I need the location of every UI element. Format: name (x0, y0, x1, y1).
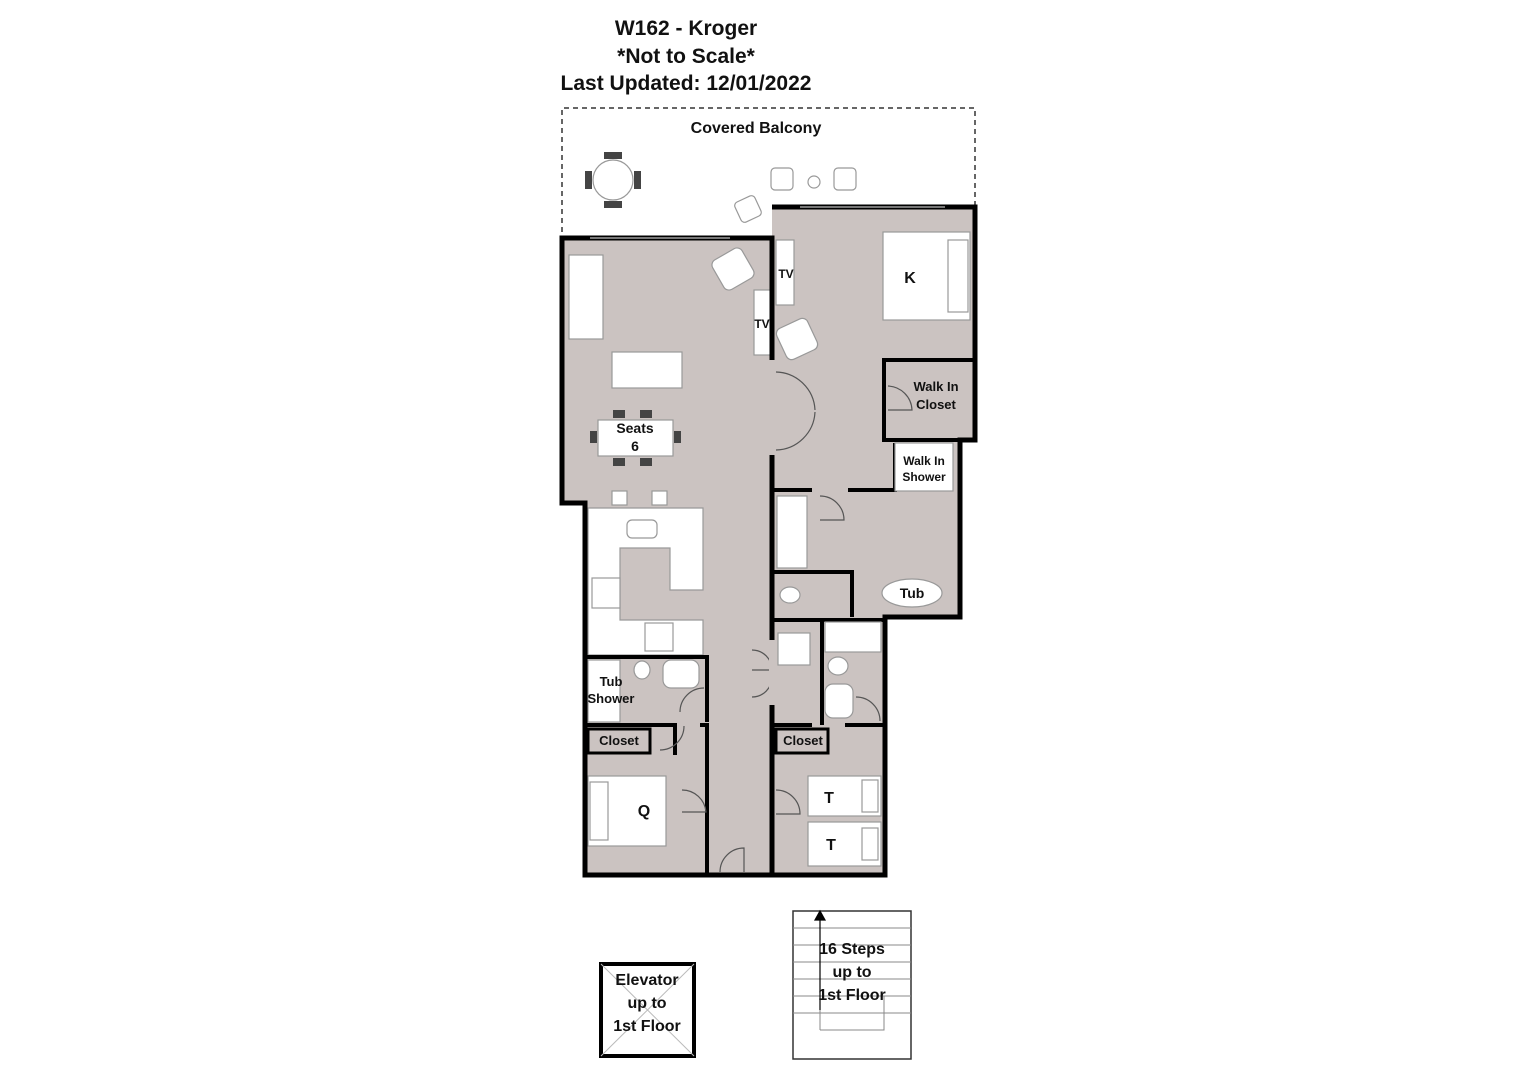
queen-bed-icon (587, 775, 667, 847)
king-bed-label: K (904, 270, 916, 287)
dining-table-icon (590, 410, 681, 466)
scale-note: *Not to Scale* (617, 45, 755, 68)
elevator-label-2: up to (627, 995, 666, 1012)
dining-label-2: 6 (631, 438, 639, 454)
closet-right (774, 727, 830, 755)
balcony-table-icon (585, 152, 641, 208)
tub-shower-label-2: Shower (588, 691, 635, 706)
balcony-chairs-icon (734, 167, 857, 223)
armchair-icon (775, 317, 819, 361)
walk-in-shower-label-2: Shower (902, 470, 946, 484)
elevator-label-3: 1st Floor (613, 1018, 681, 1035)
stairs: 16 Steps up to 1st Floor (792, 909, 912, 1060)
last-updated: Last Updated: 12/01/2022 (560, 72, 812, 95)
tub-shower-label-1: Tub (600, 674, 623, 689)
tub-label: Tub (900, 585, 925, 601)
twin-bed-icon (807, 775, 882, 867)
queen-bed-label: Q (638, 803, 650, 820)
plan-title: W162 - Kroger (614, 17, 758, 40)
right-wing-walls (772, 204, 978, 878)
walk-in-closet-wall (882, 358, 975, 442)
left-wing-walls (559, 235, 775, 878)
tv-stand (775, 239, 795, 306)
stairs-label-3: 1st Floor (818, 987, 886, 1004)
stairs-label-1: 16 Steps (819, 941, 885, 958)
balcony-outline (561, 107, 976, 232)
tv-label: TV (778, 267, 793, 281)
dining-label-1: Seats (616, 420, 654, 436)
elevator-label-1: Elevator (615, 972, 678, 989)
tv-label: TV (754, 317, 769, 331)
sofa-icon (568, 254, 604, 340)
twin-bed-label: T (826, 837, 836, 854)
closet-right-label: Closet (783, 733, 823, 748)
arrow-up-icon (813, 909, 827, 1010)
twin-bed-label: T (824, 790, 834, 807)
tub-icon (881, 578, 943, 608)
armchair-icon (711, 247, 755, 291)
closet-left (586, 727, 652, 755)
walk-in-closet-label-2: Closet (916, 397, 956, 412)
closet-left-label: Closet (599, 733, 639, 748)
loveseat-icon (611, 351, 683, 389)
walk-in-shower (894, 442, 954, 492)
balcony-label: Covered Balcony (691, 120, 822, 137)
walk-in-closet-label-1: Walk In (913, 379, 958, 394)
kitchen (587, 490, 704, 656)
king-bed-icon (882, 231, 971, 321)
walk-in-shower-label-1: Walk In (903, 454, 945, 468)
stairs-label-2: up to (832, 964, 871, 981)
elevator: Elevator up to 1st Floor (599, 962, 696, 1058)
